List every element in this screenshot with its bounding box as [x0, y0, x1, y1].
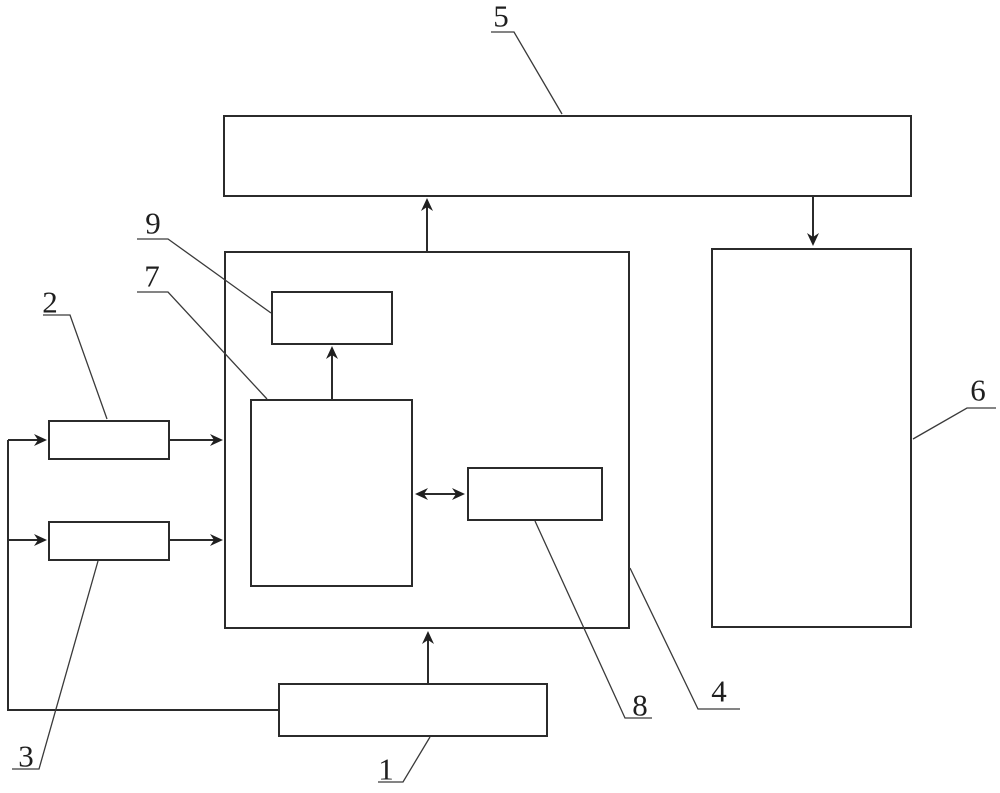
- block-6-right-unit: [711, 248, 912, 628]
- block-3-left-input: [48, 521, 170, 561]
- arrowhead-right-block2: [34, 434, 47, 446]
- callout-3: 3: [18, 738, 34, 774]
- leader-5: [491, 31, 563, 115]
- block-2-left-input: [48, 420, 170, 460]
- callout-2: 2: [42, 284, 58, 320]
- arrowhead-up-block5: [421, 198, 433, 211]
- arrowhead-up-block4: [422, 631, 434, 644]
- arrowhead-down-block6: [807, 233, 819, 246]
- callout-7: 7: [144, 258, 160, 294]
- leader-6: [912, 407, 996, 440]
- arrowhead-right-block3: [34, 534, 47, 546]
- block-7-core-module: [250, 399, 413, 587]
- callout-5: 5: [493, 0, 509, 34]
- callout-9: 9: [145, 205, 161, 241]
- block-9-sub-module: [271, 291, 393, 345]
- block-5-top-bus: [223, 115, 912, 197]
- leader-2: [43, 314, 108, 420]
- arrowhead-right-block4-lower: [210, 534, 223, 546]
- block-1-bottom-unit: [278, 683, 548, 737]
- arrowhead-right-block4-upper: [210, 434, 223, 446]
- callout-1: 1: [378, 751, 394, 787]
- callout-8: 8: [632, 687, 648, 723]
- block-8-side-module: [467, 467, 603, 521]
- callout-4: 4: [711, 673, 727, 709]
- callout-6: 6: [970, 372, 986, 408]
